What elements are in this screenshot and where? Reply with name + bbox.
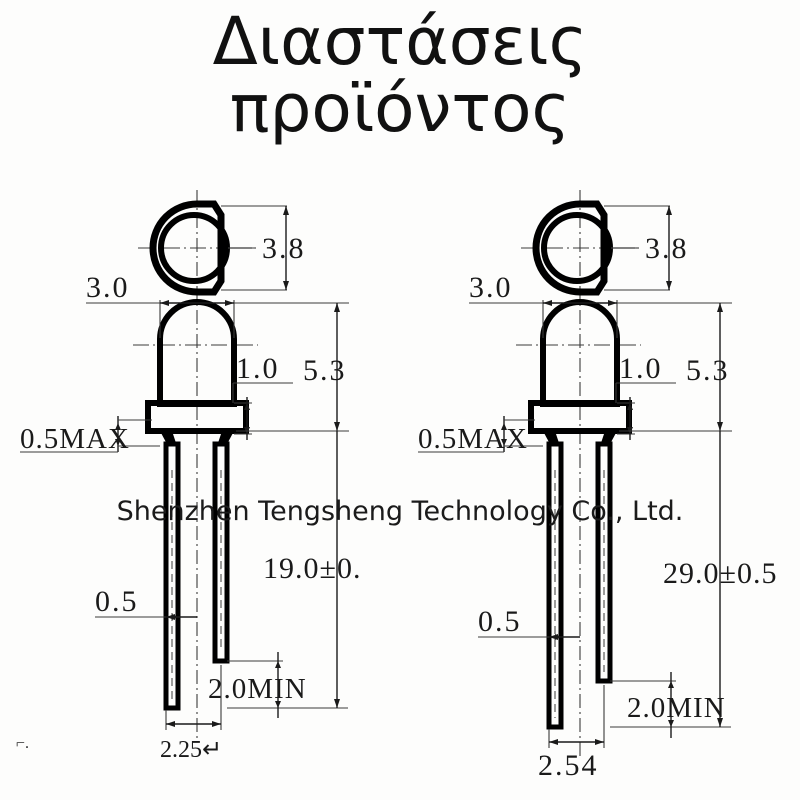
corner-mark: ⌐. <box>16 735 30 752</box>
right-drawing: 3.8 3.0 <box>418 190 777 782</box>
left-dim-5_3-label: 5.3 <box>303 354 347 387</box>
left-dim-1_0-label: 1.0 <box>236 352 280 385</box>
left-dim-5_3: 5.3 <box>234 302 349 432</box>
right-top-view-outer-ring <box>532 200 608 296</box>
left-drawing: 3.8 <box>20 190 361 763</box>
right-dim-2_0min-label: 2.0MIN <box>627 692 726 724</box>
left-dim-0_5max-label: 0.5MAX <box>20 423 130 455</box>
left-dim-3_0-label: 3.0 <box>86 271 130 304</box>
left-led-flange <box>145 400 249 434</box>
left-top-view-inner-circle <box>158 212 230 284</box>
right-dim-5_3-label: 5.3 <box>686 354 730 387</box>
right-dim-1_0-label: 1.0 <box>619 352 663 385</box>
right-dim-1_0: 1.0 <box>615 352 676 440</box>
right-led-body <box>540 299 620 407</box>
right-dim-29_0: 29.0±0.5 <box>619 430 777 728</box>
left-dim-2_0min: 2.0MIN <box>208 652 307 718</box>
right-lead-long <box>546 441 564 730</box>
right-dim-29_0-label: 29.0±0.5 <box>663 557 777 590</box>
left-dim-0_5max: 0.5MAX <box>20 416 160 455</box>
right-dim-2_0min: 2.0MIN <box>610 672 726 738</box>
left-dim-19_0: 19.0±0. <box>236 430 361 709</box>
left-led-body <box>157 299 237 407</box>
left-dim-1_0: 1.0 <box>232 352 293 440</box>
right-dim-0_5-label: 0.5 <box>478 605 522 638</box>
right-dim-3_8-label: 3.8 <box>645 232 689 265</box>
right-dim-0_5max: 0.5MAX <box>418 416 543 455</box>
right-led-flange <box>528 400 632 434</box>
left-top-view-outer-ring <box>149 200 225 296</box>
right-dim-2_54-label: 2.54 <box>538 749 599 782</box>
right-dim-0_5: 0.5 <box>478 605 580 640</box>
left-dim-2_25: 2.25↵ <box>160 665 222 763</box>
right-dim-2_54: 2.54 <box>538 685 605 782</box>
right-dim-3_0: 3.0 <box>469 271 618 338</box>
left-dim-3_0: 3.0 <box>86 271 235 338</box>
left-dim-2_25-label: 2.25↵ <box>160 737 222 763</box>
left-dim-3_8-label: 3.8 <box>262 232 306 265</box>
page-title: Διαστάσεις προϊόντος <box>0 8 800 143</box>
left-dim-19_0-label: 19.0±0. <box>263 552 361 585</box>
left-lead-long <box>163 441 181 711</box>
left-dim-3_8: 3.8 <box>221 205 306 291</box>
left-dim-0_5-label: 0.5 <box>95 585 139 618</box>
left-dim-2_0min-label: 2.0MIN <box>208 673 307 705</box>
right-top-view-inner-circle <box>541 212 613 284</box>
right-dim-3_0-label: 3.0 <box>469 271 513 304</box>
left-dim-0_5: 0.5 <box>95 585 197 620</box>
right-dim-0_5max-label: 0.5MAX <box>418 423 528 455</box>
page-title-line-1: Διαστάσεις <box>212 3 588 80</box>
right-side-view <box>516 299 641 730</box>
right-dim-3_8: 3.8 <box>604 205 689 291</box>
page-title-line-2: προϊόντος <box>229 70 571 148</box>
